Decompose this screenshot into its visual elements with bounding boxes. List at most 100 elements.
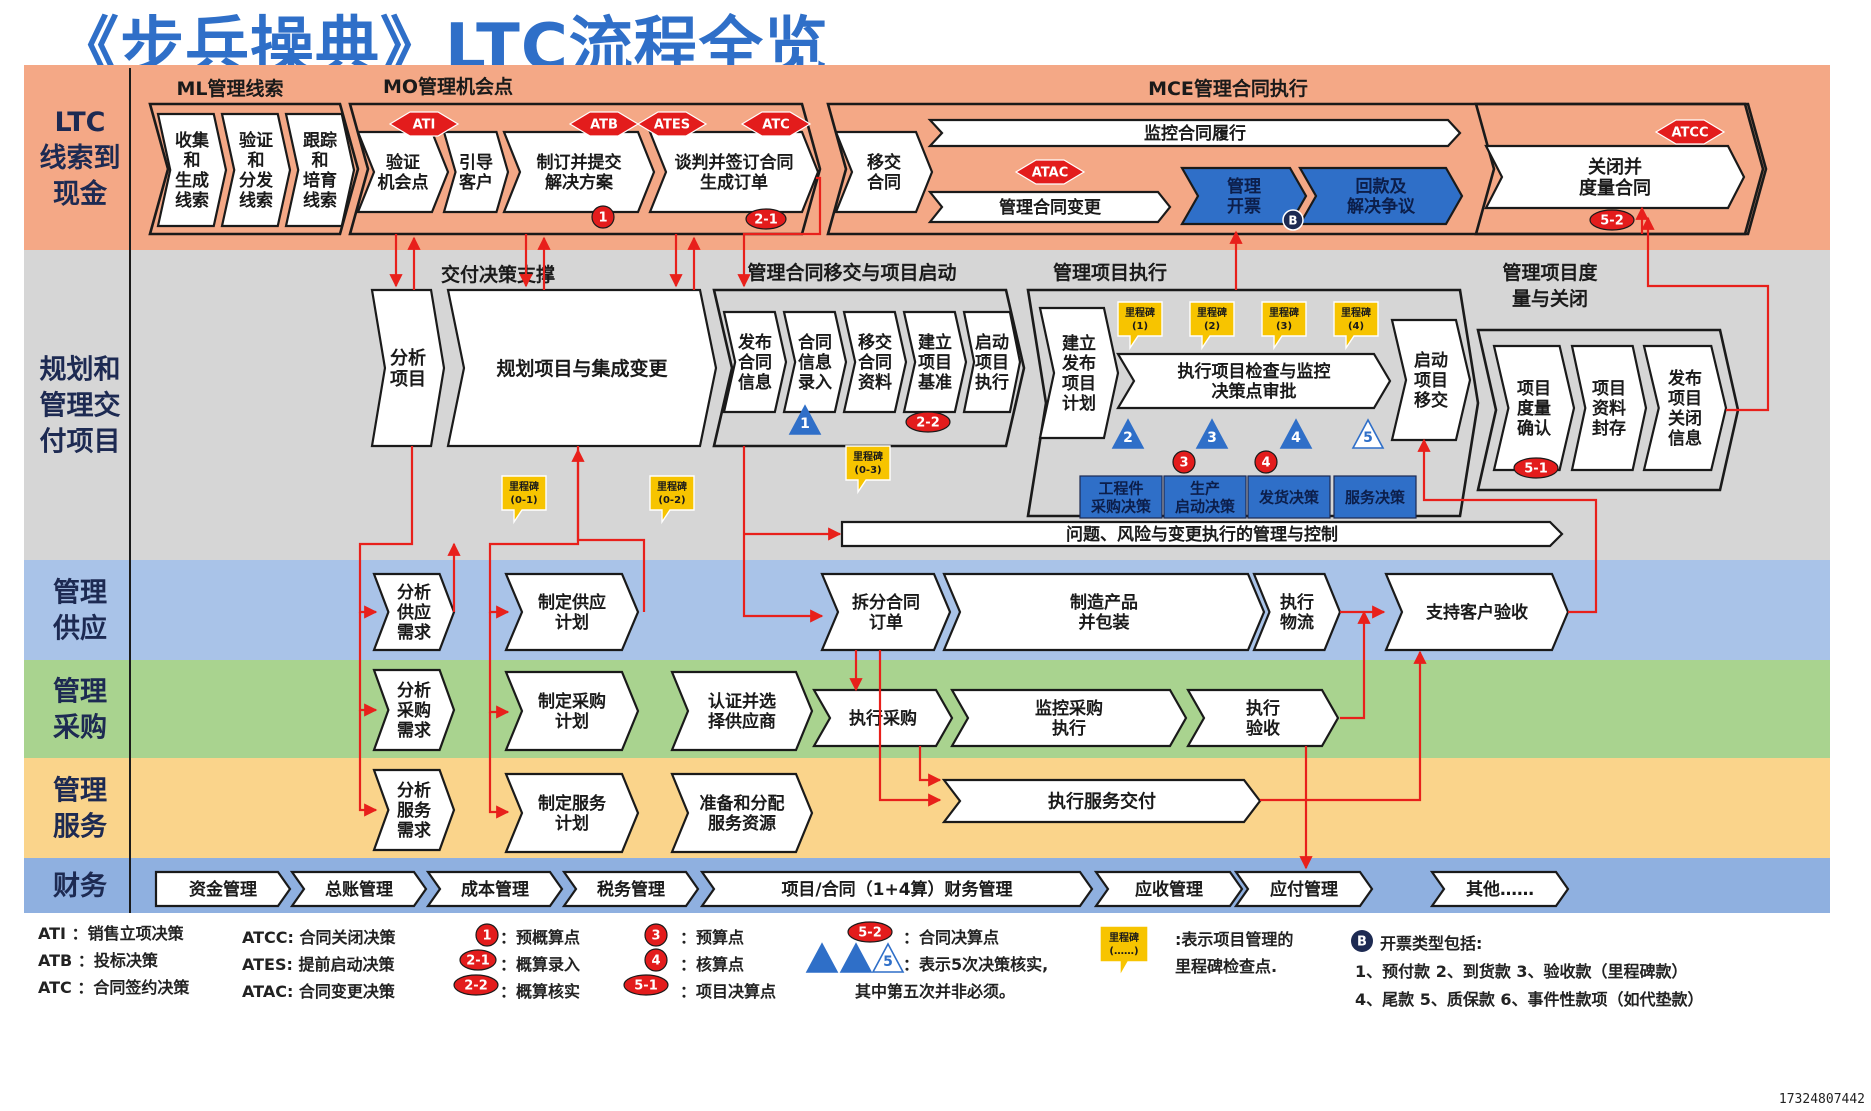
milestone-0-2-text: 里程碑(0-2) bbox=[657, 480, 687, 506]
milestone-0-1 bbox=[501, 475, 547, 525]
marker-b-text: B bbox=[1288, 213, 1297, 227]
close-group bbox=[1474, 102, 1768, 236]
step-measure-confirm bbox=[1492, 344, 1576, 472]
group-label-delivery-support: 交付决策支撑 bbox=[441, 263, 555, 286]
step-monitor-procurement bbox=[950, 688, 1188, 748]
step-issue-risk-control bbox=[840, 520, 1564, 548]
milestone-1-text: 里程碑(1) bbox=[1125, 306, 1155, 332]
step-collect-leads bbox=[156, 112, 228, 228]
milestone-0-1-text: 里程碑(0-1) bbox=[509, 480, 539, 506]
legend-milestone-badge bbox=[1099, 925, 1149, 979]
legend-ates: ATES: 提前启动决策 bbox=[242, 955, 395, 974]
step-acceptance bbox=[1186, 688, 1340, 748]
arrow-accept-to-handover bbox=[1417, 438, 1598, 614]
step-analyze-procurement bbox=[372, 668, 456, 752]
finance-step-7-label: 其他…… bbox=[1466, 879, 1534, 900]
check-triangle-4-text: 4 bbox=[1291, 430, 1301, 446]
arrow-supplyplan-back bbox=[571, 448, 646, 612]
legend-triangle-c-text: 5 bbox=[883, 954, 893, 970]
finance-step-4-label: 项目/合同（1+4算）财务管理 bbox=[781, 879, 1012, 900]
step-baseline bbox=[902, 310, 968, 414]
decision-box-engineering bbox=[1079, 475, 1163, 519]
milestone-4-text: 里程碑(4) bbox=[1341, 306, 1371, 332]
marker-5-1 bbox=[1513, 457, 1559, 479]
group-label-mo: MO管理机会点 bbox=[383, 75, 513, 98]
legend-invoice-title: 开票类型包括: bbox=[1380, 934, 1483, 953]
step-analyze-project-label: 分析项目 bbox=[390, 347, 426, 390]
arrow-purchase-to-service bbox=[918, 746, 942, 787]
marker-3 bbox=[1172, 450, 1196, 474]
step-supply-plan bbox=[504, 572, 640, 652]
finance-step-1-label: 总账管理 bbox=[325, 879, 393, 900]
milestone-3-text: 里程碑(3) bbox=[1269, 306, 1299, 332]
legend-marker-1 bbox=[475, 923, 499, 947]
step-procurement-plan-label: 制定采购计划 bbox=[538, 691, 606, 732]
step-collection-label: 回款及解决争议 bbox=[1347, 176, 1416, 217]
legend-budget2-group: ：预算点 ：核算点 ：项目决算点 bbox=[680, 924, 776, 1002]
step-archive-docs bbox=[1570, 344, 1648, 472]
arrow-analyze-to-supply bbox=[358, 446, 414, 619]
step-start-execution bbox=[962, 310, 1022, 414]
step-service-delivery bbox=[941, 778, 1262, 824]
step-solution bbox=[502, 130, 656, 214]
step-logistics bbox=[1252, 572, 1342, 652]
ml-group bbox=[148, 102, 360, 236]
arrow-to-service bbox=[358, 710, 378, 817]
milestone-2 bbox=[1189, 301, 1235, 351]
decision-atcc-text: ATCC bbox=[1671, 126, 1708, 141]
decision-ates bbox=[636, 111, 708, 137]
decision-ati bbox=[388, 111, 460, 137]
step-track-leads bbox=[284, 112, 356, 228]
step-guide-customer bbox=[442, 130, 510, 214]
finance-step-2 bbox=[425, 870, 564, 908]
legend-milestone-text1: :表示项目管理的 bbox=[1175, 930, 1294, 949]
group-label-mce: MCE管理合同执行 bbox=[1148, 77, 1308, 100]
step-contract-change-label: 管理合同变更 bbox=[999, 197, 1102, 218]
legend-atix: ATI ：销售立项决策 ATB ：投标决策 ATC ：合同签约决策 bbox=[38, 920, 189, 998]
legend-marker-4 bbox=[644, 948, 668, 972]
milestone-3 bbox=[1261, 301, 1307, 351]
step-logistics-label: 执行物流 bbox=[1280, 592, 1314, 633]
step-analyze-supply bbox=[372, 572, 456, 652]
legend-marker-2-1 bbox=[459, 949, 497, 971]
step-analyze-procurement-label: 分析采购需求 bbox=[396, 680, 431, 741]
step-plan-project-label: 规划项目与集成变更 bbox=[496, 357, 668, 380]
step-verify-opportunity-label: 验证机会点 bbox=[378, 152, 429, 193]
step-analyze-service-label: 分析服务需求 bbox=[397, 780, 432, 841]
step-select-supplier bbox=[670, 670, 814, 752]
arrow-close-to-contract bbox=[1641, 216, 1770, 412]
step-solution-label: 制订并提交解决方案 bbox=[537, 152, 622, 193]
decision-ati-text: ATI bbox=[413, 118, 436, 133]
step-prepare-resources bbox=[670, 772, 814, 854]
arrow-split-to-service bbox=[878, 650, 942, 807]
legend-invoice-line1: 1、预付款 2、到货款 3、验收款（里程碑款） bbox=[1355, 962, 1688, 981]
marker-4 bbox=[1254, 450, 1278, 474]
marker-2-2-text: 2-2 bbox=[916, 416, 940, 431]
step-close-contract-label: 关闭并度量合同 bbox=[1579, 156, 1651, 199]
legend-five-checks: ：表示5次决策核实, bbox=[903, 955, 1049, 974]
legend-ati: ATI ：销售立项决策 bbox=[38, 924, 184, 943]
milestone-4 bbox=[1333, 301, 1379, 351]
step-customer-acceptance-label: 支持客户验收 bbox=[1426, 602, 1528, 623]
milestone-0-2 bbox=[649, 475, 695, 525]
swimlane-4 bbox=[24, 758, 1830, 858]
decision-atb-text: ATB bbox=[590, 118, 618, 133]
decision-ates-text: ATES bbox=[654, 118, 690, 133]
decision-box-production-label: 生产启动决策 bbox=[1175, 479, 1236, 515]
swimlane-label-4: 管理服务 bbox=[53, 776, 107, 843]
group-label-ml: ML管理线索 bbox=[176, 77, 283, 100]
decision-box-shipping bbox=[1247, 475, 1331, 519]
step-publish-close-label: 发布项目关闭信息 bbox=[1667, 368, 1702, 449]
legend-triangle-b bbox=[839, 942, 873, 973]
step-execute-procurement bbox=[812, 688, 954, 748]
legend-atc: ATC ：合同签约决策 bbox=[38, 978, 190, 997]
step-verify-leads bbox=[220, 112, 292, 228]
finance-step-6 bbox=[1233, 870, 1374, 908]
legend-marker-5-2 bbox=[847, 921, 893, 943]
step-monitor-contract bbox=[927, 118, 1462, 148]
handover-group bbox=[712, 288, 1026, 448]
decision-box-service bbox=[1333, 475, 1417, 519]
legend-marker-2-1-text: 2-1 bbox=[466, 954, 490, 969]
footer-id: 1732480744​2 bbox=[1778, 1092, 1865, 1107]
